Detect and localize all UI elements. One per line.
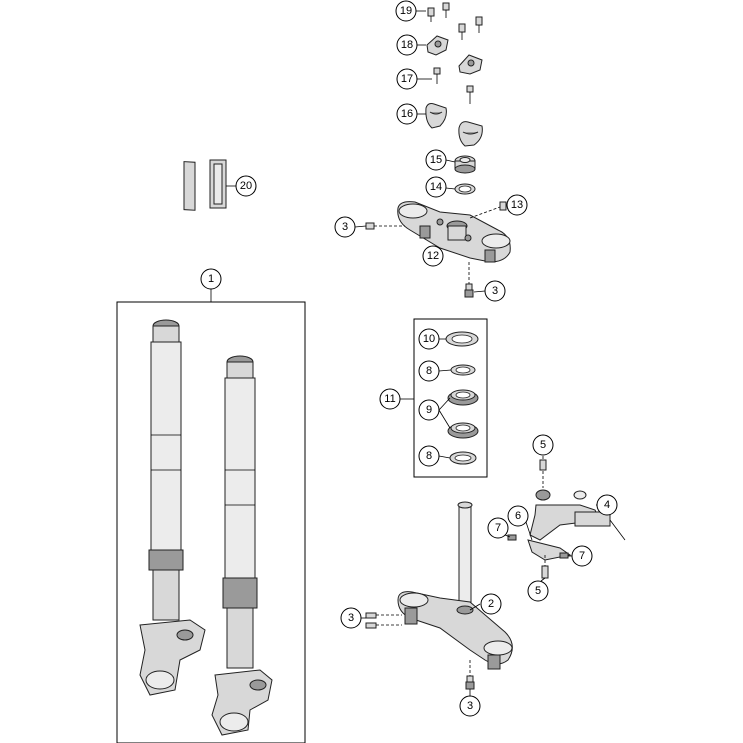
screw-13 [469,201,507,219]
svg-text:2: 2 [488,598,494,610]
screw-3-lower-bottom [465,660,475,690]
bearing-group-frame [413,318,488,478]
callout-17: 17 [396,68,418,90]
svg-text:12: 12 [427,250,439,262]
callout-14: 14 [425,176,447,198]
svg-text:9: 9 [426,404,432,416]
callout-1: 1 [200,268,222,290]
nut-15 [454,155,476,174]
callout-20: 20 [235,175,257,197]
callout-3-lower-left: 3 [340,607,362,629]
screws-3-lower-left [365,612,402,629]
fork-group-frame [116,301,306,743]
callout-8-lower: 8 [418,445,440,467]
svg-text:5: 5 [535,585,541,597]
svg-text:13: 13 [511,199,523,211]
fork-leg-right [211,355,273,736]
pads-20 [183,159,236,211]
callout-9: 9 [418,399,440,421]
callout-4: 4 [596,494,618,516]
svg-text:11: 11 [384,393,395,405]
svg-text:14: 14 [430,181,442,193]
damper-bracket-6 [507,534,572,579]
screw-3-upper-left [365,222,405,230]
callout-5-lower: 5 [527,580,549,602]
callout-18: 18 [396,34,418,56]
svg-text:16: 16 [401,108,413,120]
screws-17 [433,67,474,104]
svg-text:18: 18 [401,39,413,51]
svg-text:3: 3 [492,285,498,297]
lower-triple-clamp-2 [397,501,513,670]
callout-3-upper-bottom: 3 [484,280,506,302]
callout-16: 16 [396,103,418,125]
callout-6: 6 [507,505,529,527]
callout-7-right: 7 [571,545,593,567]
callout-3-upper-left: 3 [334,216,356,238]
svg-text:15: 15 [430,154,442,166]
callout-7-left: 7 [487,517,509,539]
svg-text:7: 7 [495,522,501,534]
svg-text:8: 8 [426,450,432,462]
callout-2: 2 [480,593,502,615]
washer-14 [454,183,476,195]
svg-text:4: 4 [604,499,610,511]
svg-text:3: 3 [342,221,348,233]
svg-text:1: 1 [208,273,214,285]
svg-text:19: 19 [400,5,412,17]
callout-10: 10 [418,328,440,350]
callout-8-upper: 8 [418,360,440,382]
callout-3-lower-bottom: 3 [459,695,481,717]
svg-text:6: 6 [515,510,521,522]
svg-text:5: 5 [540,439,546,451]
svg-text:8: 8 [426,365,432,377]
callout-11: 11 [379,388,401,410]
callout-5-upper: 5 [532,434,554,456]
screws-19 [427,2,483,40]
upper-triple-clamp-12 [397,201,511,263]
screw-3-upper-bottom [464,262,474,298]
bearing-parts [438,331,479,465]
callout-12: 12 [422,245,444,267]
callout-19: 19 [395,0,417,22]
svg-text:7: 7 [579,550,585,562]
callout-15: 15 [425,149,447,171]
svg-text:20: 20 [240,180,252,192]
clamp-bottom-16 [425,103,483,147]
svg-text:10: 10 [423,333,435,345]
steering-damper-4 [529,456,626,541]
callout-13: 13 [506,194,528,216]
svg-text:3: 3 [348,612,354,624]
fork-leg-left [139,319,206,696]
svg-text:17: 17 [401,73,413,85]
svg-text:3: 3 [467,700,473,712]
clamp-top-18 [426,35,483,75]
